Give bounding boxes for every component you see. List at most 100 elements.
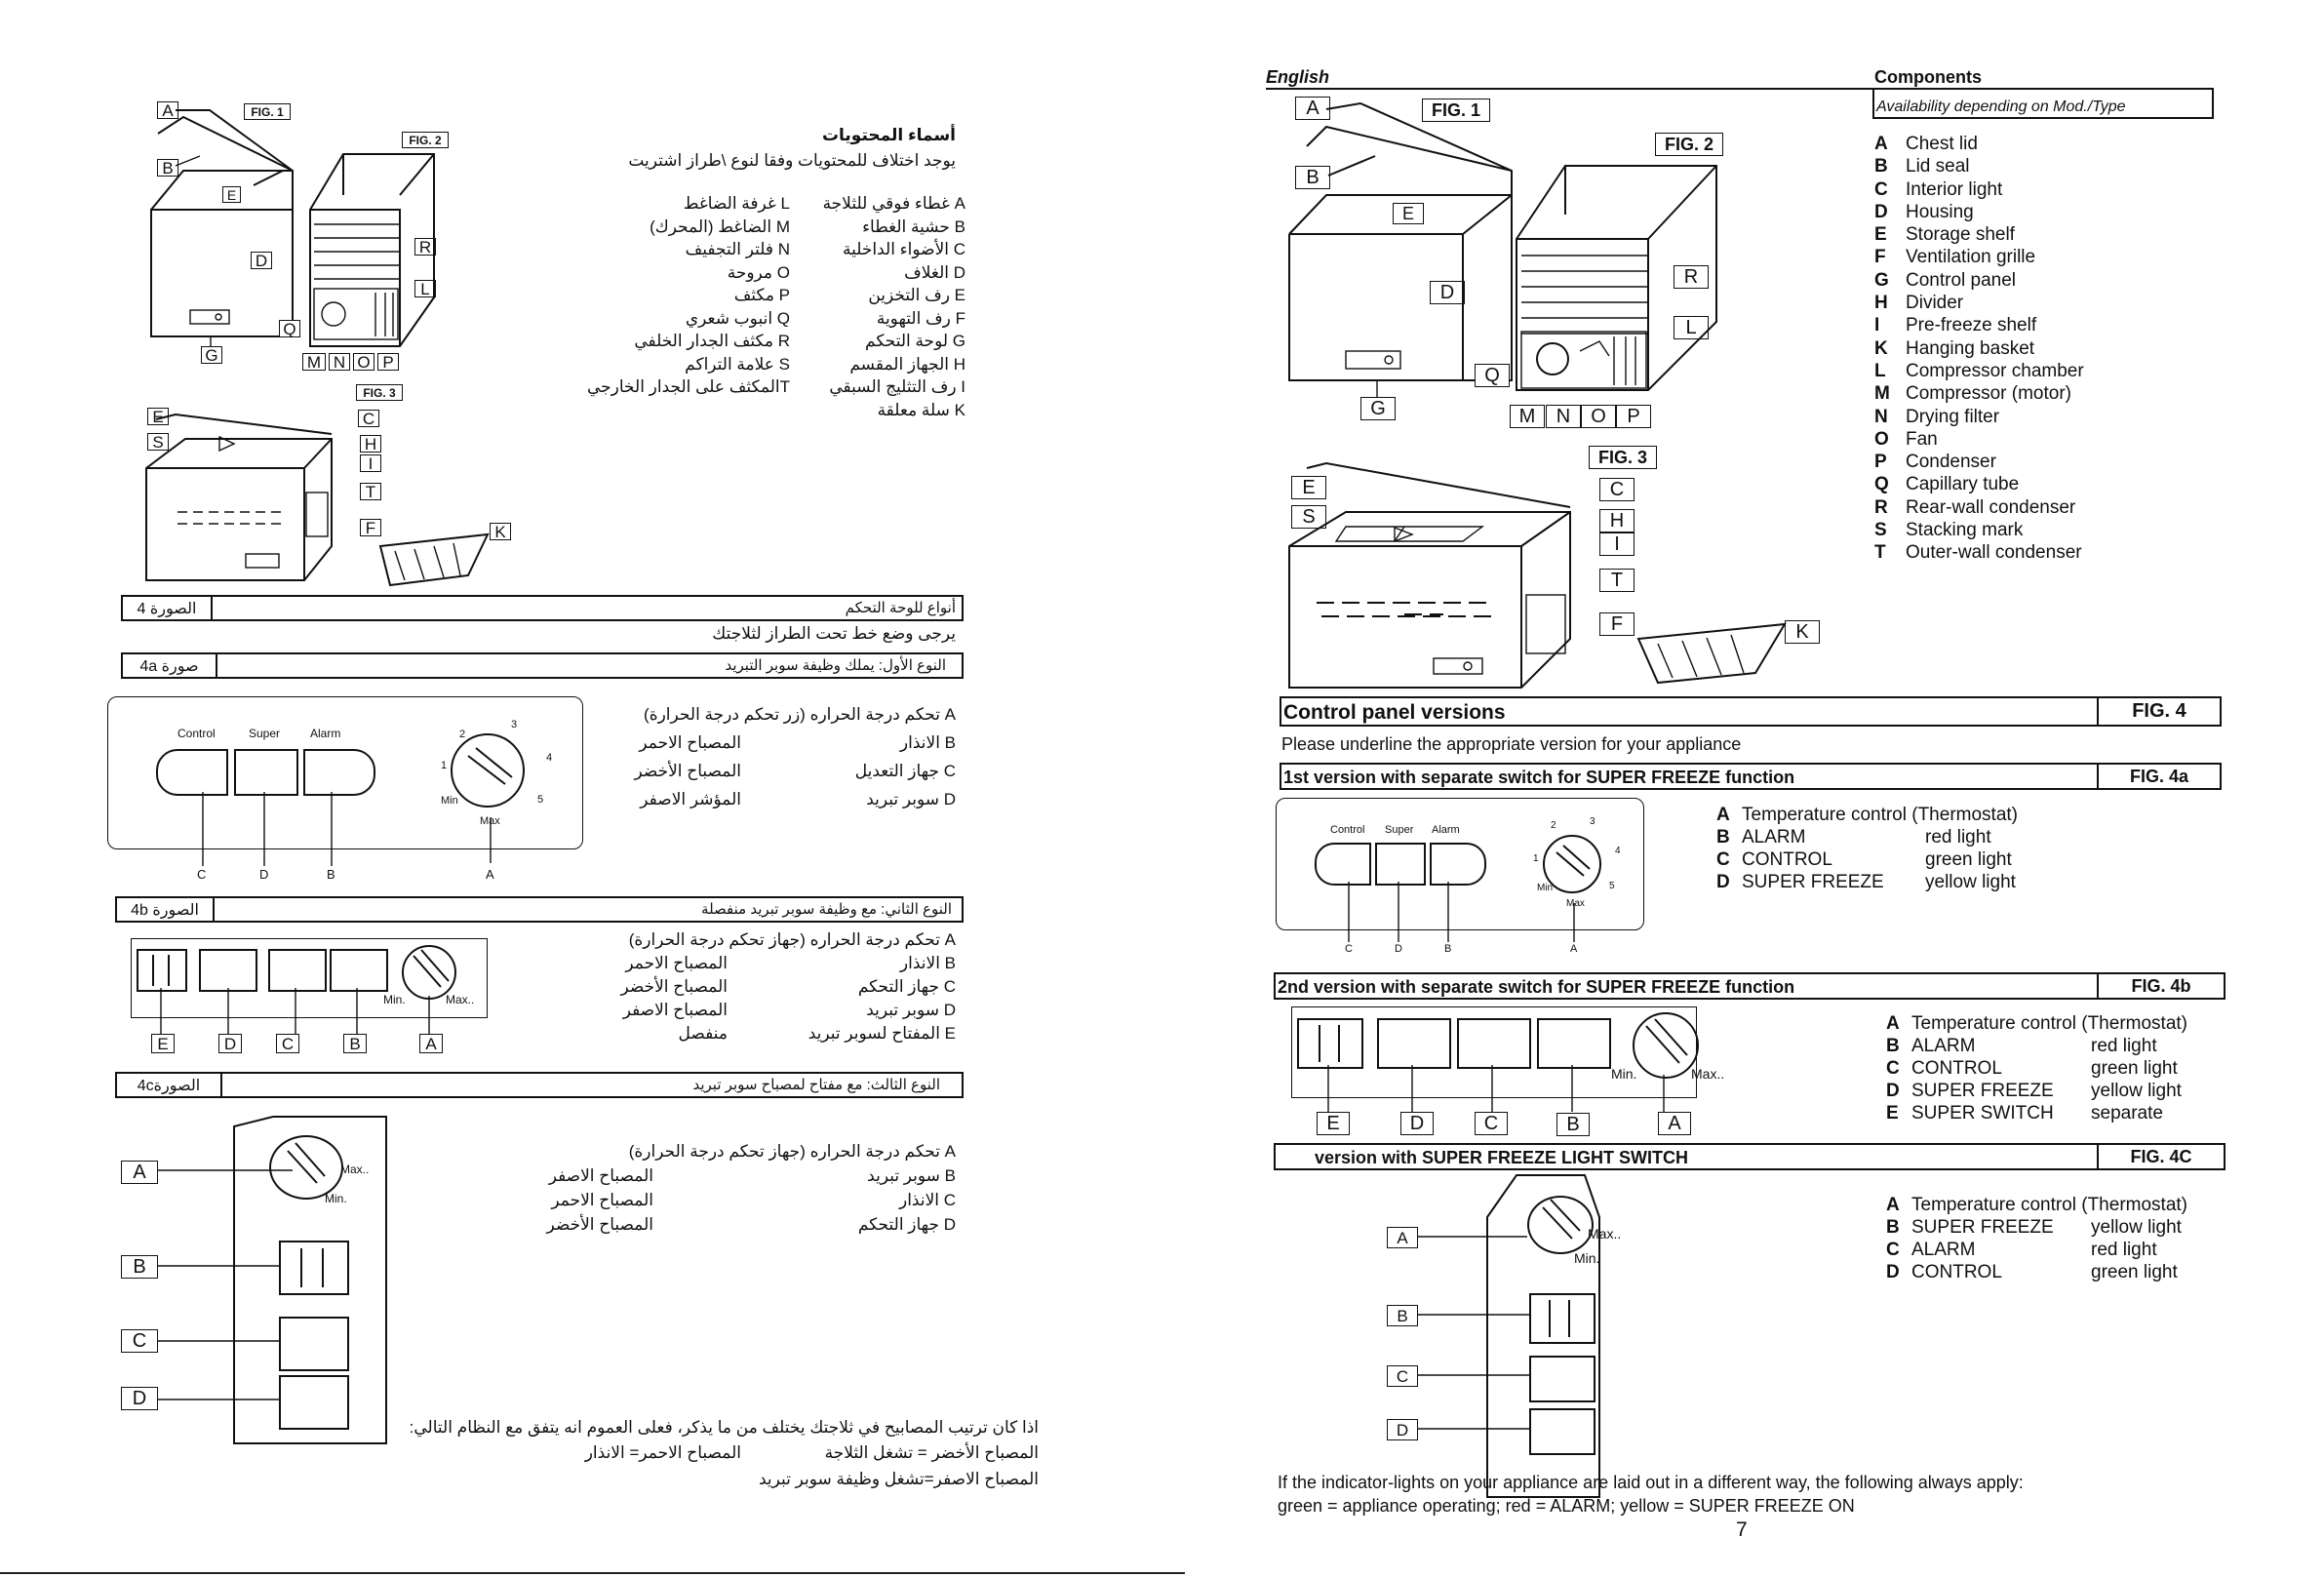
- left-v2-panel: [131, 938, 488, 1018]
- r-fig1-freezer-drawing: [1288, 101, 1513, 397]
- left-list-item: H الجهاز المقسم: [849, 354, 965, 374]
- left-fig4b-title: النوع الثاني: مع وظيفة سوبر تبريد منفصلة: [701, 901, 952, 918]
- v3-thermostat-dial[interactable]: [1527, 1196, 1594, 1254]
- v3-super-switch[interactable]: [1529, 1293, 1595, 1344]
- v1-thermostat-dial[interactable]: [1543, 835, 1601, 893]
- components-title: Components: [1874, 67, 1982, 87]
- left-v1-dial-4: 4: [546, 752, 553, 764]
- left-v2-letter-a: A: [419, 1034, 443, 1053]
- left-v1-dial-min: Min: [441, 795, 458, 807]
- fig-label-e: E: [222, 186, 241, 203]
- left-v1-row-left: المصباح الاحمر: [639, 733, 741, 752]
- left-v3-letter-c: C: [121, 1329, 158, 1353]
- left-v2-row-left: منفصل: [678, 1024, 728, 1043]
- v1-dial-3: 3: [1590, 816, 1595, 827]
- v1-letter-c: C: [1345, 943, 1353, 955]
- left-v3-row-right: A تحكم درجة الحراره (جهاز تحكم درجة الحر…: [628, 1142, 956, 1161]
- fig-label-s: S: [147, 433, 169, 451]
- left-fig4a-title: النوع الأول: يملك وظيفة سوبر التبريد: [725, 657, 946, 674]
- cp-fig4-tag: FIG. 4: [2097, 698, 2220, 725]
- v1-super-button[interactable]: [1375, 843, 1426, 886]
- left-v1-row-right: A تحكم درجة الحراره (زر تحكم درجة الحرار…: [644, 705, 956, 724]
- v2-super-freeze-light: [1377, 1018, 1451, 1069]
- left-v2-letter-e: E: [151, 1034, 175, 1053]
- left-list-item: S علامة التراكم: [685, 354, 790, 374]
- left-v1-super-button[interactable]: [234, 749, 298, 796]
- left-v3-thermostat-dial[interactable]: [269, 1135, 343, 1200]
- r-fig2-label-r: R: [1674, 265, 1709, 289]
- left-v2-row-right: A تحكم درجة الحراره (جهاز تحكم درجة الحر…: [628, 930, 956, 949]
- left-list-item: F رف التهوية: [876, 308, 965, 328]
- cp-note: Please underline the appropriate version…: [1281, 734, 1742, 754]
- left-list-item: Q انبوب شعري: [685, 308, 790, 328]
- left-v1-super-caption: Super: [249, 727, 281, 740]
- left-v1-row-right: C جهاز التعديل: [854, 762, 956, 780]
- left-footer-2a: المصباح الأخضر = تشغل الثلاجة: [824, 1443, 1039, 1462]
- r-fig2-label-o: O: [1581, 405, 1616, 428]
- left-v1-thermostat-dial[interactable]: [451, 733, 525, 808]
- r-fig3-open-drawing: [1288, 461, 1787, 689]
- v3-alarm-light: [1529, 1356, 1595, 1402]
- left-v3-super-switch[interactable]: [279, 1241, 349, 1295]
- v1-alarm-button[interactable]: [1430, 843, 1486, 886]
- v2-title: 2nd version with separate switch for SUP…: [1278, 977, 1795, 997]
- left-v2-row-left: المصباح الاحمر: [625, 954, 728, 972]
- left-v1-control-button[interactable]: [156, 749, 228, 796]
- v3-header: version with SUPER FREEZE LIGHT SWITCH F…: [1274, 1143, 2226, 1170]
- availability-box: Availability depending on Mod./Type: [1872, 88, 2214, 119]
- left-list-item: L غرفة الضاغط: [683, 194, 790, 213]
- left-list-item: R مكثف الجدار الخلفي: [634, 332, 790, 350]
- fig-label-o: O: [353, 353, 374, 371]
- v2-super-switch[interactable]: [1297, 1018, 1363, 1069]
- r-fig3-label-h: H: [1599, 509, 1635, 532]
- footer-note-2: green = appliance operating; red = ALARM…: [1278, 1496, 1855, 1516]
- left-v2-max: Max..: [446, 993, 475, 1006]
- v2-letter-e: E: [1317, 1112, 1350, 1135]
- fig-label-t: T: [360, 483, 381, 500]
- header-rule: [1266, 88, 2212, 90]
- fig-label-n: N: [329, 353, 350, 371]
- left-v2-letter-c: C: [276, 1034, 299, 1053]
- left-v3-control-light: [279, 1375, 349, 1430]
- left-v2-super-freeze-light: [199, 949, 257, 992]
- r-fig1-label-b: B: [1295, 166, 1330, 189]
- fig-label-r: R: [414, 238, 436, 256]
- left-v3-letter-a: A: [121, 1161, 158, 1184]
- left-v3-row-left: المصباح الاصفر: [548, 1166, 653, 1185]
- left-page-bottom-rule: [0, 1572, 1185, 1574]
- v1-control-caption: Control: [1330, 824, 1365, 836]
- left-footer-3: المصباح الاصفر=تشغل وظيفة سوبر تبريد: [759, 1470, 1039, 1488]
- v2-thermostat-dial[interactable]: [1633, 1012, 1699, 1079]
- footer-note-1: If the indicator-lights on your applianc…: [1278, 1473, 2024, 1492]
- v1-control-button[interactable]: [1315, 843, 1371, 886]
- left-list-item: C الأضواء الداخلية: [842, 240, 965, 258]
- fig-label-l: L: [414, 280, 436, 297]
- left-v1-dial-3: 3: [511, 719, 518, 730]
- left-v1-leader-lines: [202, 747, 513, 866]
- left-v1-alarm-button[interactable]: [303, 749, 375, 796]
- r-fig2-label-p: P: [1616, 405, 1651, 428]
- left-list-item: E رف التخزين: [868, 286, 965, 304]
- r-fig2-label-m: M: [1510, 405, 1545, 428]
- r-fig3-label-k: K: [1785, 620, 1820, 644]
- left-list-item: Tالمكثف على الجدار الخارجي: [586, 377, 790, 396]
- left-v2-super-switch[interactable]: [137, 949, 187, 992]
- r-fig1-label-e: E: [1393, 203, 1424, 224]
- left-v3-row-right: D جهاز التحكم: [857, 1215, 956, 1234]
- fig-label-i: I: [360, 454, 381, 472]
- left-v1-panel: [107, 696, 583, 849]
- r-fig3-label-t: T: [1599, 569, 1635, 592]
- v3-control-light: [1529, 1408, 1595, 1455]
- r-fig2-rear-drawing: [1516, 165, 1717, 391]
- left-v2-leader-lines: [160, 949, 450, 1034]
